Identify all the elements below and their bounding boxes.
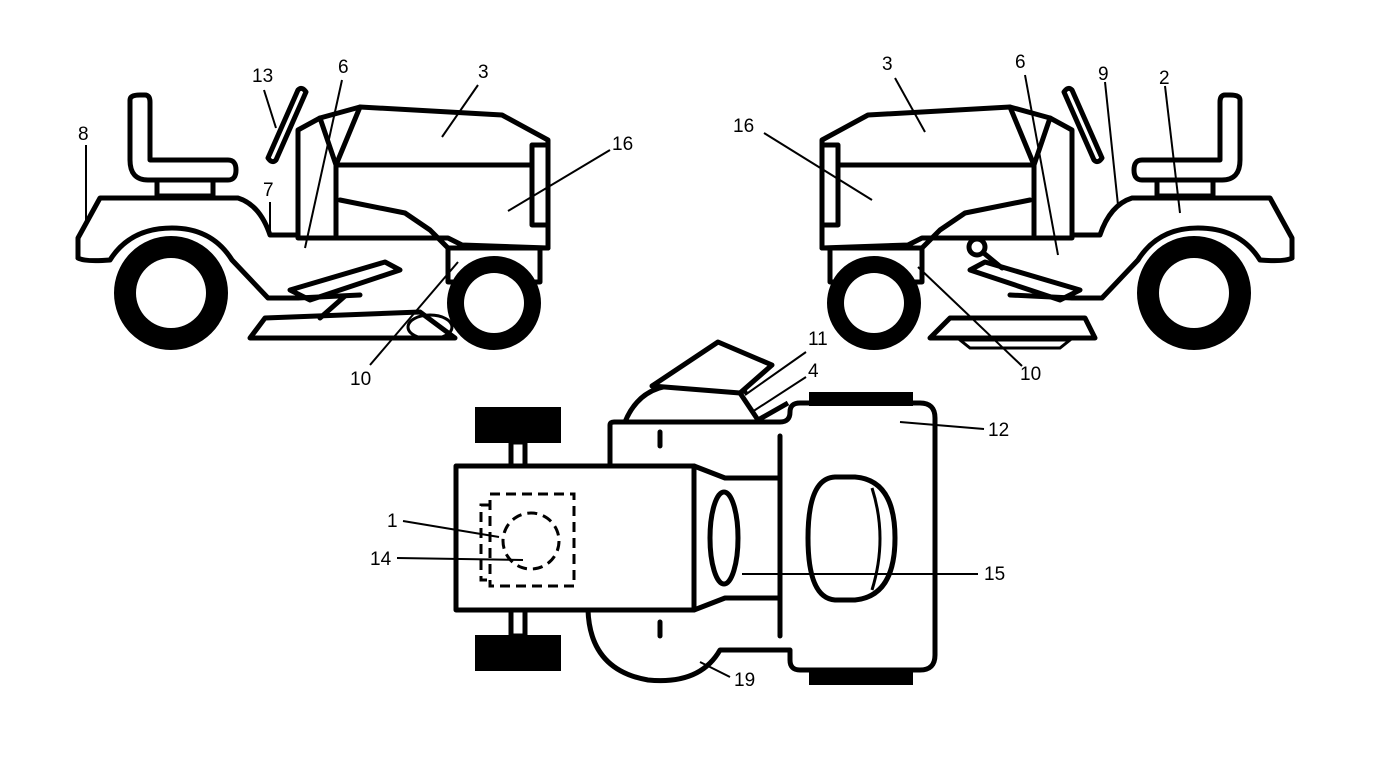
callout-3: 3 (478, 62, 489, 83)
hood-r (819, 104, 1053, 251)
callout-19: 19 (734, 670, 755, 691)
leader-r-16 (763, 132, 873, 201)
callout-16: 16 (612, 134, 633, 155)
hood-top (805, 474, 898, 603)
steering-column-r (1031, 115, 1075, 238)
callout-14: 14 (370, 549, 392, 570)
tractor-top-view: 11 4 12 1 14 15 19 (370, 329, 1009, 691)
front-tire-top-b (809, 671, 913, 685)
rear-fender-lower (75, 225, 363, 301)
chute-side (737, 391, 790, 423)
rear-fender-r (819, 195, 1295, 261)
deck-chute-loop (406, 313, 454, 341)
seat (127, 92, 239, 183)
callout-12: 12 (988, 420, 1009, 441)
hood-top-inner (870, 487, 882, 591)
tractor-left-side-view: 8 13 6 3 16 7 10 (75, 57, 633, 390)
axle-stub-top (508, 439, 528, 469)
seat-post (154, 177, 216, 199)
callout-r-10: 10 (1020, 364, 1041, 385)
engine-dashed-circle (501, 511, 561, 571)
steering-wheel-top (707, 489, 741, 587)
seat-r (1131, 92, 1243, 183)
steering-wheel (265, 85, 309, 165)
callout-r-2: 2 (1159, 68, 1170, 89)
front-wheel-hub (464, 273, 524, 333)
seat-post-r (1154, 177, 1216, 199)
tractor-right-side-view: 3 6 9 2 16 10 (733, 52, 1295, 385)
leader-r-9 (1104, 81, 1119, 206)
pedal-r (967, 259, 1083, 303)
deck-skid (955, 338, 1075, 350)
callout-7: 7 (263, 180, 274, 201)
leader-r-3 (894, 77, 926, 133)
leader-6 (304, 79, 343, 249)
callout-10: 10 (350, 369, 371, 390)
leader-16 (507, 149, 611, 212)
mower-deck-right (927, 315, 1098, 341)
steering-wheel-r (1061, 85, 1105, 165)
leader-1 (402, 520, 500, 538)
grille-r (819, 142, 841, 228)
front-tire-top-a (809, 392, 913, 406)
leader-19 (699, 661, 731, 678)
callout-r-3: 3 (882, 54, 893, 75)
hood-top-edge-r (1007, 104, 1037, 168)
callout-r-6: 6 (1015, 52, 1026, 73)
callout-6: 6 (338, 57, 349, 78)
leader-12 (899, 421, 985, 430)
callout-11: 11 (808, 329, 828, 350)
engine-dashed-box (488, 492, 576, 588)
hood (317, 104, 551, 251)
callout-13: 13 (252, 66, 273, 87)
mower-deck-left (247, 309, 458, 341)
callout-8: 8 (78, 124, 89, 145)
engine-dashed-outline (479, 503, 490, 582)
leader-11 (744, 351, 807, 396)
deck-hanger (317, 293, 348, 321)
callout-4: 4 (808, 361, 819, 382)
rear-wheel-hub (136, 258, 206, 328)
leader-10 (369, 261, 459, 366)
callout-15: 15 (984, 564, 1005, 585)
rear-wheel-hub-r (1159, 258, 1229, 328)
rear-body-top (453, 463, 697, 613)
leader-14 (396, 557, 524, 561)
leader-13 (263, 89, 277, 129)
hood-top-edge (333, 104, 363, 168)
leader-r-2 (1164, 85, 1181, 214)
rear-tire-top-right (475, 635, 561, 671)
leader-4 (751, 376, 807, 413)
rear-tire-top-left (475, 407, 561, 443)
callout-r-9: 9 (1098, 64, 1109, 85)
discharge-chute (649, 339, 775, 396)
pedal (287, 259, 403, 303)
callout-r-16: 16 (733, 116, 754, 137)
rear-fender (75, 195, 551, 261)
grille (529, 142, 551, 228)
leader-r-6 (1024, 74, 1059, 256)
lift-lever-knob (966, 236, 988, 258)
callout-1: 1 (387, 511, 398, 532)
rear-fender-lower-r (1007, 225, 1295, 301)
front-wheel-hub-r (844, 273, 904, 333)
axle-stub-bottom (508, 607, 528, 639)
leader-r-10 (917, 266, 1023, 367)
leader-3 (441, 84, 479, 138)
